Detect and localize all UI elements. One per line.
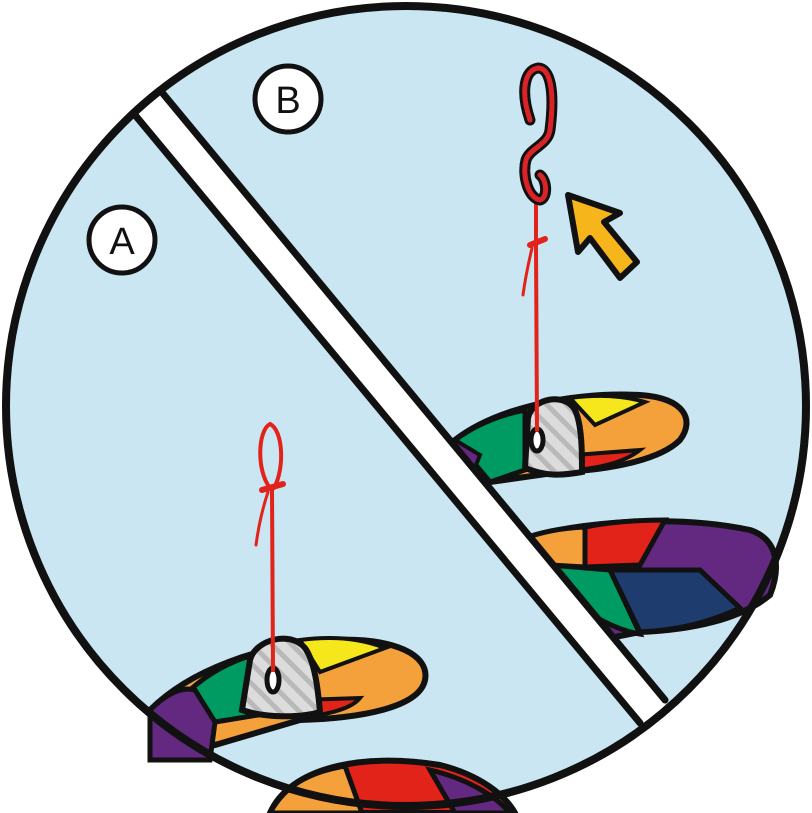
panel-b-label: B [252,63,324,135]
pointer-arrow-icon [565,192,640,281]
panel-divider [131,86,669,727]
panel-a-label-text: A [109,221,135,263]
panel-a-label: A [86,204,158,276]
panel-a-string-loop [254,421,286,672]
panel-b-label-text: B [275,80,300,122]
s-hook-icon [519,62,558,206]
panel-b-hanging-tab [521,396,586,478]
panel-a-hanging-tab [238,635,324,720]
panel-b-string [521,198,548,432]
